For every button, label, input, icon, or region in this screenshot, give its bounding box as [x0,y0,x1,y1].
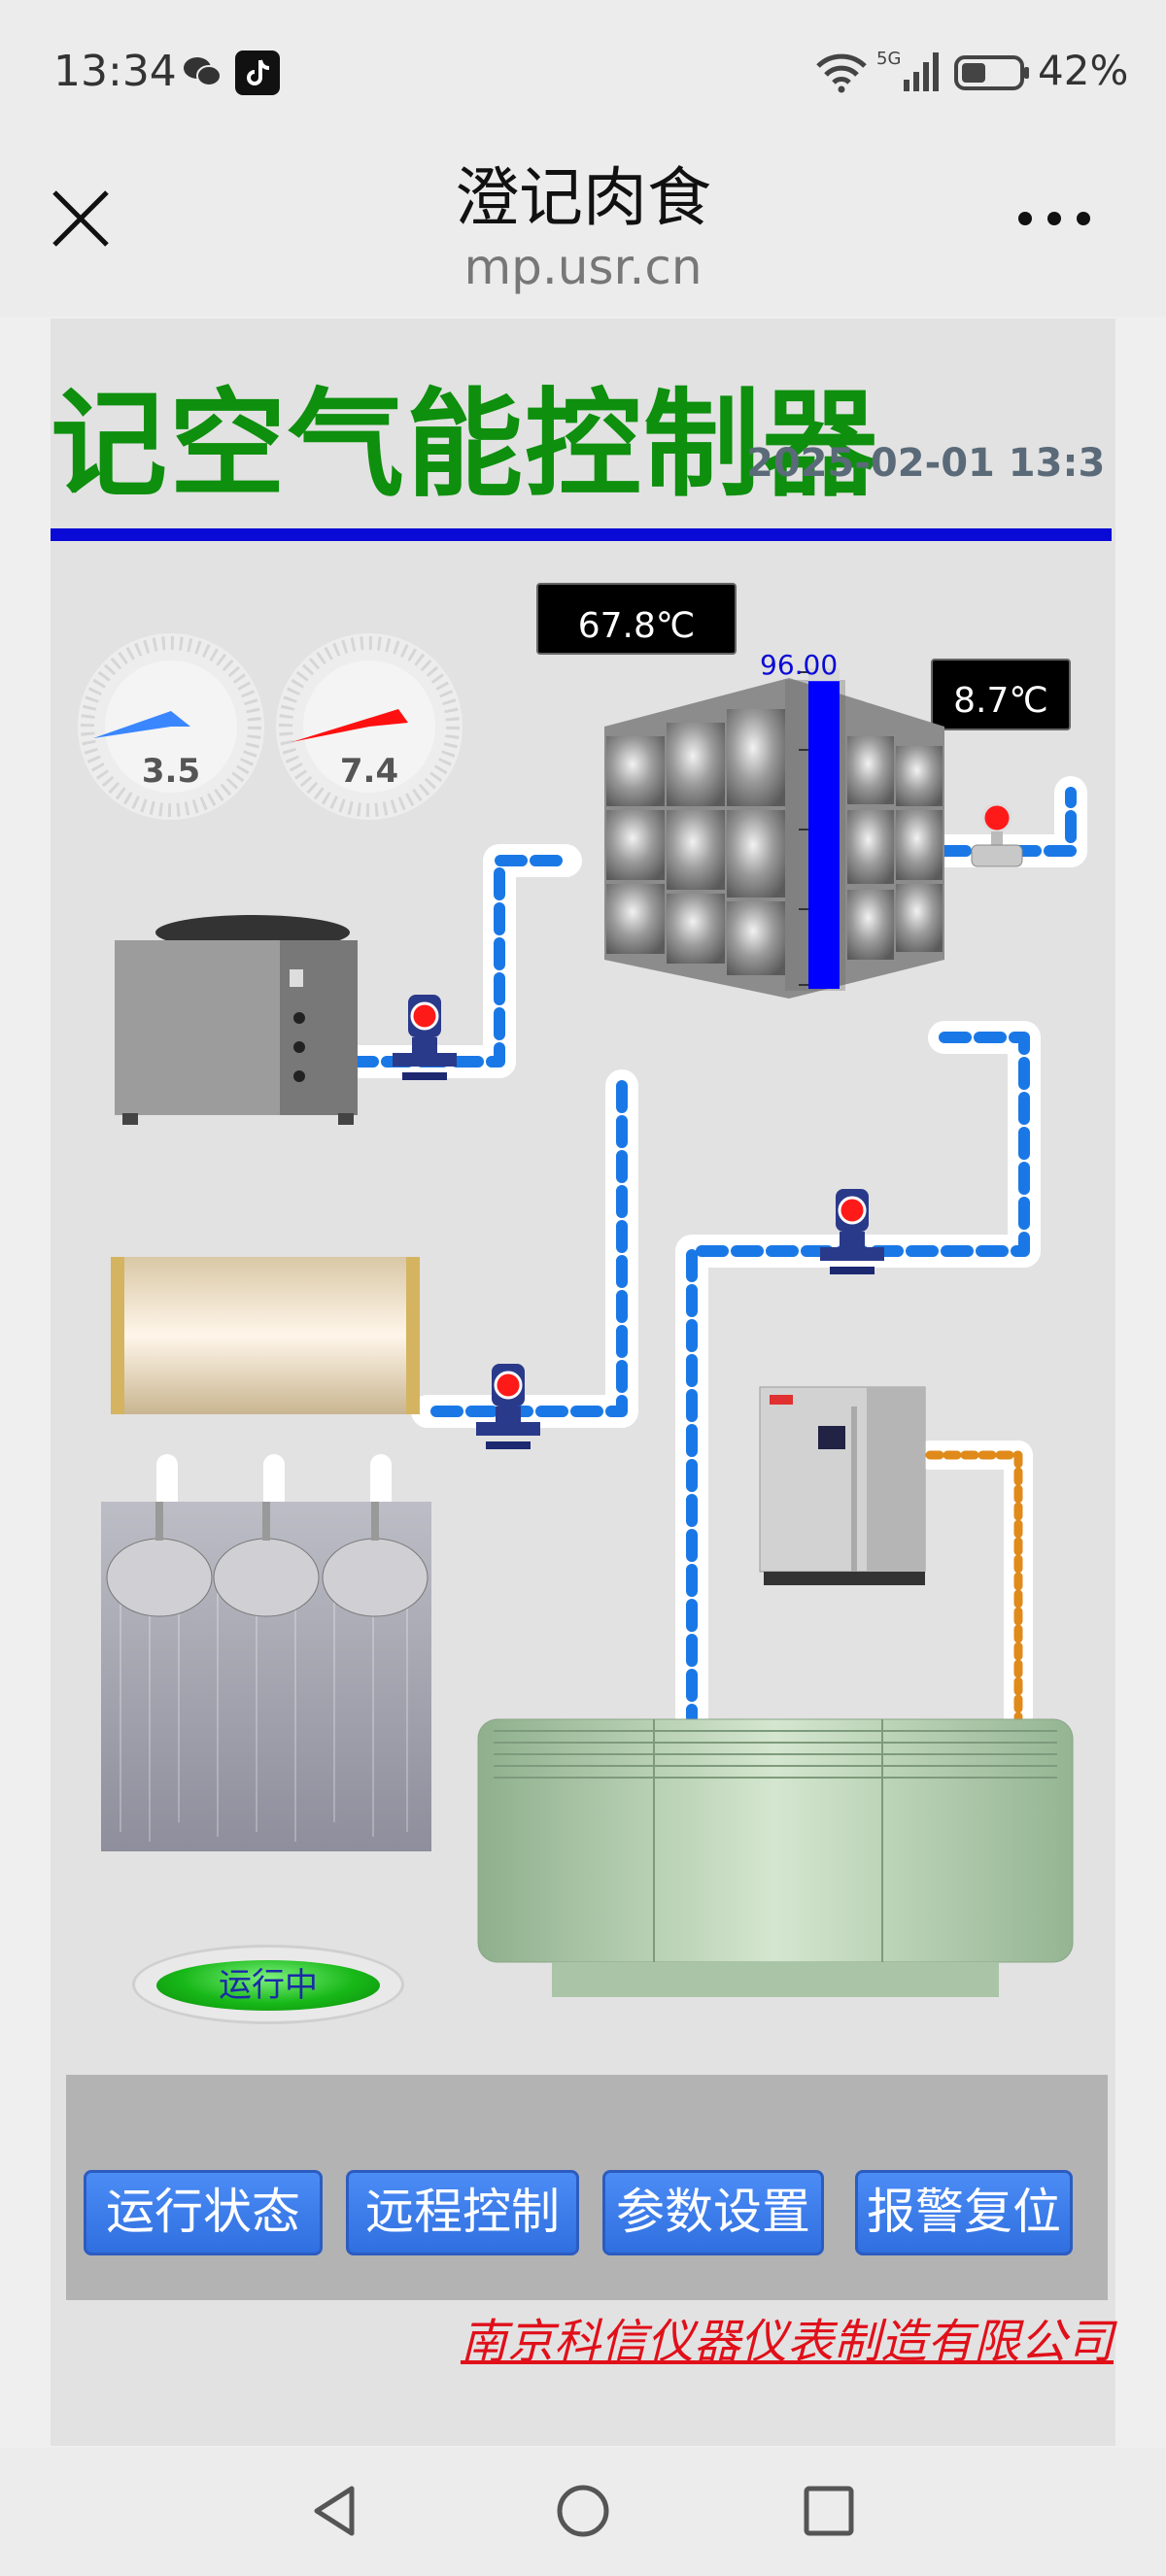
company-link[interactable]: 南京科信仪器仪表制造有限公司 [460,2315,1114,2369]
wifi-icon [816,53,867,93]
tiktok-icon [235,51,280,95]
running-status-text: 运行中 [156,1960,380,2011]
parameter-settings-button[interactable]: 参数设置 [602,2170,824,2255]
back-icon[interactable] [303,2477,371,2545]
heading-divider [51,528,1112,541]
pressure-gauge-2: 7.4 [272,629,466,833]
home-icon[interactable] [549,2477,617,2545]
run-status-button[interactable]: 运行状态 [84,2170,323,2255]
more-icon[interactable] [1011,204,1098,233]
title-bar: 澄记肉食 mp.usr.cn [0,146,1166,317]
tank-level-bar [799,668,840,989]
status-time: 13:34 [53,47,177,96]
pump-icon[interactable] [818,1183,886,1280]
water-tank-icon [604,678,944,999]
network-label: 5G [876,49,901,69]
valve-icon[interactable] [968,800,1026,874]
gauge-2-value: 7.4 [339,752,399,791]
gauge-1-value: 3.5 [141,752,201,791]
boiler-unit-icon [759,1386,926,1585]
reservoir-tank-icon [477,1718,1074,1997]
shower-heads-icon [101,1502,431,1851]
storage-cylinder-icon [111,1257,420,1414]
pressure-gauge-1: 3.5 [74,629,268,833]
recents-icon[interactable] [795,2477,863,2545]
outlet-temperature: 8.7℃ [931,659,1071,730]
pump-icon[interactable] [474,1358,542,1455]
battery-icon [954,55,1029,90]
alarm-reset-button[interactable]: 报警复位 [855,2170,1073,2255]
status-bar: 13:34 5G 42% [0,0,1166,146]
page-url: mp.usr.cn [463,239,703,295]
wechat-icon [184,57,222,86]
tank-level-label: 96.00 [760,649,839,681]
tank-temperature: 67.8℃ [536,583,737,655]
gauge-dial-icon [78,633,264,820]
close-icon[interactable] [47,185,115,253]
page-title: 澄记肉食 [455,160,711,235]
system-nav-bar [0,2448,1166,2576]
remote-control-button[interactable]: 远程控制 [346,2170,579,2255]
pump-icon[interactable] [391,989,459,1086]
signal-icon: 5G [876,49,939,91]
heat-pump-unit-icon [115,915,358,1125]
control-button-panel: 运行状态 远程控制 参数设置 报警复位 [66,2075,1108,2300]
gauge-dial-icon [276,633,463,820]
battery-percent: 42% [1038,47,1129,94]
running-status-badge: 运行中 [132,1945,404,2024]
scada-panel: 记空气能控制器 2025-02-01 13:3 [51,319,1115,2446]
datetime-display: 2025-02-01 13:3 [746,441,1106,486]
controller-heading: 记空气能控制器 [51,378,880,513]
